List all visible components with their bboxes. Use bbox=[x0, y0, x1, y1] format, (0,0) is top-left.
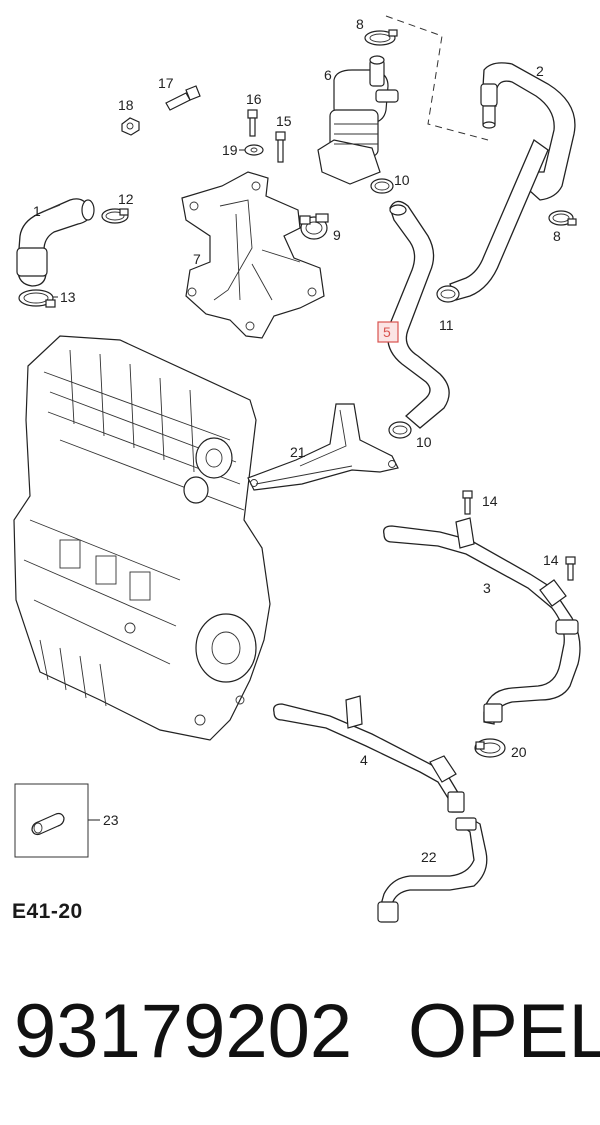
callout-14-top: 14 bbox=[482, 493, 498, 509]
callout-8-right: 8 bbox=[553, 228, 561, 244]
diagram-code: E41-20 bbox=[12, 900, 83, 923]
callout-20: 20 bbox=[511, 744, 527, 760]
part-14-bolt-top[interactable] bbox=[462, 490, 473, 515]
part-12-clamp[interactable] bbox=[101, 208, 129, 224]
callout-2: 2 bbox=[536, 63, 544, 79]
callout-16: 16 bbox=[246, 91, 262, 107]
leader-1 bbox=[41, 204, 61, 213]
callout-9: 9 bbox=[333, 227, 341, 243]
part-3-pipe[interactable] bbox=[383, 517, 581, 725]
part-1-hose-elbow[interactable] bbox=[16, 198, 95, 287]
part-7-bracket[interactable] bbox=[181, 171, 325, 339]
callout-12: 12 bbox=[118, 191, 134, 207]
part-21-bracket[interactable] bbox=[247, 403, 399, 491]
callout-10-bottom: 10 bbox=[416, 434, 432, 450]
part-8-clamp-top[interactable] bbox=[364, 29, 398, 46]
part-20-clamp[interactable] bbox=[474, 738, 506, 758]
callout-18: 18 bbox=[118, 97, 134, 113]
callout-11: 11 bbox=[439, 317, 454, 333]
part-4-pipe[interactable] bbox=[273, 695, 465, 813]
dashed-connector bbox=[385, 15, 489, 141]
callout-7: 7 bbox=[193, 251, 201, 267]
part-14-bolt-right[interactable] bbox=[565, 556, 576, 581]
part-16-bolt[interactable] bbox=[247, 109, 258, 137]
part-19-washer[interactable] bbox=[244, 144, 264, 156]
callout-8-top: 8 bbox=[356, 16, 364, 32]
part-15-bolt[interactable] bbox=[275, 131, 286, 163]
callout-13: 13 bbox=[60, 289, 76, 305]
callout-23: 23 bbox=[103, 812, 119, 828]
callout-17: 17 bbox=[158, 75, 174, 91]
part-8-clamp-right[interactable] bbox=[548, 210, 577, 226]
part-13-clamp[interactable] bbox=[18, 289, 56, 308]
part-18-nut[interactable] bbox=[121, 117, 140, 136]
part-17-bolt[interactable] bbox=[165, 85, 201, 111]
part-10-clamp-top[interactable] bbox=[370, 178, 394, 194]
callout-6: 6 bbox=[324, 67, 332, 83]
part-number: 93179202 bbox=[14, 989, 353, 1074]
callout-5[interactable]: 5 bbox=[383, 324, 391, 340]
engine-block bbox=[13, 335, 271, 741]
part-10-clamp-bottom[interactable] bbox=[388, 421, 412, 439]
callout-14-right: 14 bbox=[543, 552, 559, 568]
part-2-hose[interactable] bbox=[449, 62, 576, 301]
callout-4: 4 bbox=[360, 752, 368, 768]
part-9-clamp[interactable] bbox=[299, 213, 329, 240]
callout-21: 21 bbox=[290, 444, 306, 460]
part-22-hose[interactable] bbox=[377, 817, 488, 923]
callout-19: 19 bbox=[222, 142, 238, 158]
part-5-hose[interactable] bbox=[387, 200, 450, 429]
callout-22: 22 bbox=[421, 849, 437, 865]
part-6-valve[interactable] bbox=[317, 55, 399, 185]
callout-3: 3 bbox=[483, 580, 491, 596]
brand-name: OPEL bbox=[408, 989, 600, 1074]
callout-5-highlight-box bbox=[377, 321, 399, 343]
callout-10-top: 10 bbox=[394, 172, 410, 188]
part-11-clamp[interactable] bbox=[436, 285, 460, 303]
part-23-inset[interactable] bbox=[14, 783, 89, 858]
callout-15: 15 bbox=[276, 113, 292, 129]
callout-1: 1 bbox=[33, 203, 41, 219]
